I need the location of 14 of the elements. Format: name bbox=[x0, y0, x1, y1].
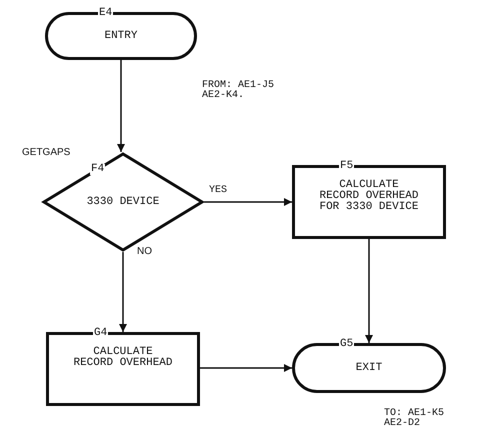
node-text: CALCULATE RECORD OVERHEAD FOR 3330 DEVICE bbox=[318, 180, 420, 213]
node-text: ENTRY bbox=[103, 30, 138, 42]
arrow bbox=[365, 239, 373, 343]
connector-reference: TO: AE1-K5 AE2-D2 bbox=[384, 409, 446, 429]
arrow bbox=[117, 60, 125, 152]
node-text: EXIT bbox=[354, 362, 384, 374]
arrow bbox=[119, 252, 127, 332]
arrow bbox=[200, 364, 292, 372]
arrow bbox=[204, 198, 292, 206]
node-text: CALCULATE RECORD OVERHEAD bbox=[72, 347, 174, 369]
block-id: F4 bbox=[90, 164, 106, 175]
routine-name: GETGAPS bbox=[22, 148, 70, 158]
connector-reference: FROM: AE1-J5 AE2-K4. bbox=[202, 81, 276, 101]
node-text: 3330 DEVICE bbox=[86, 196, 160, 208]
